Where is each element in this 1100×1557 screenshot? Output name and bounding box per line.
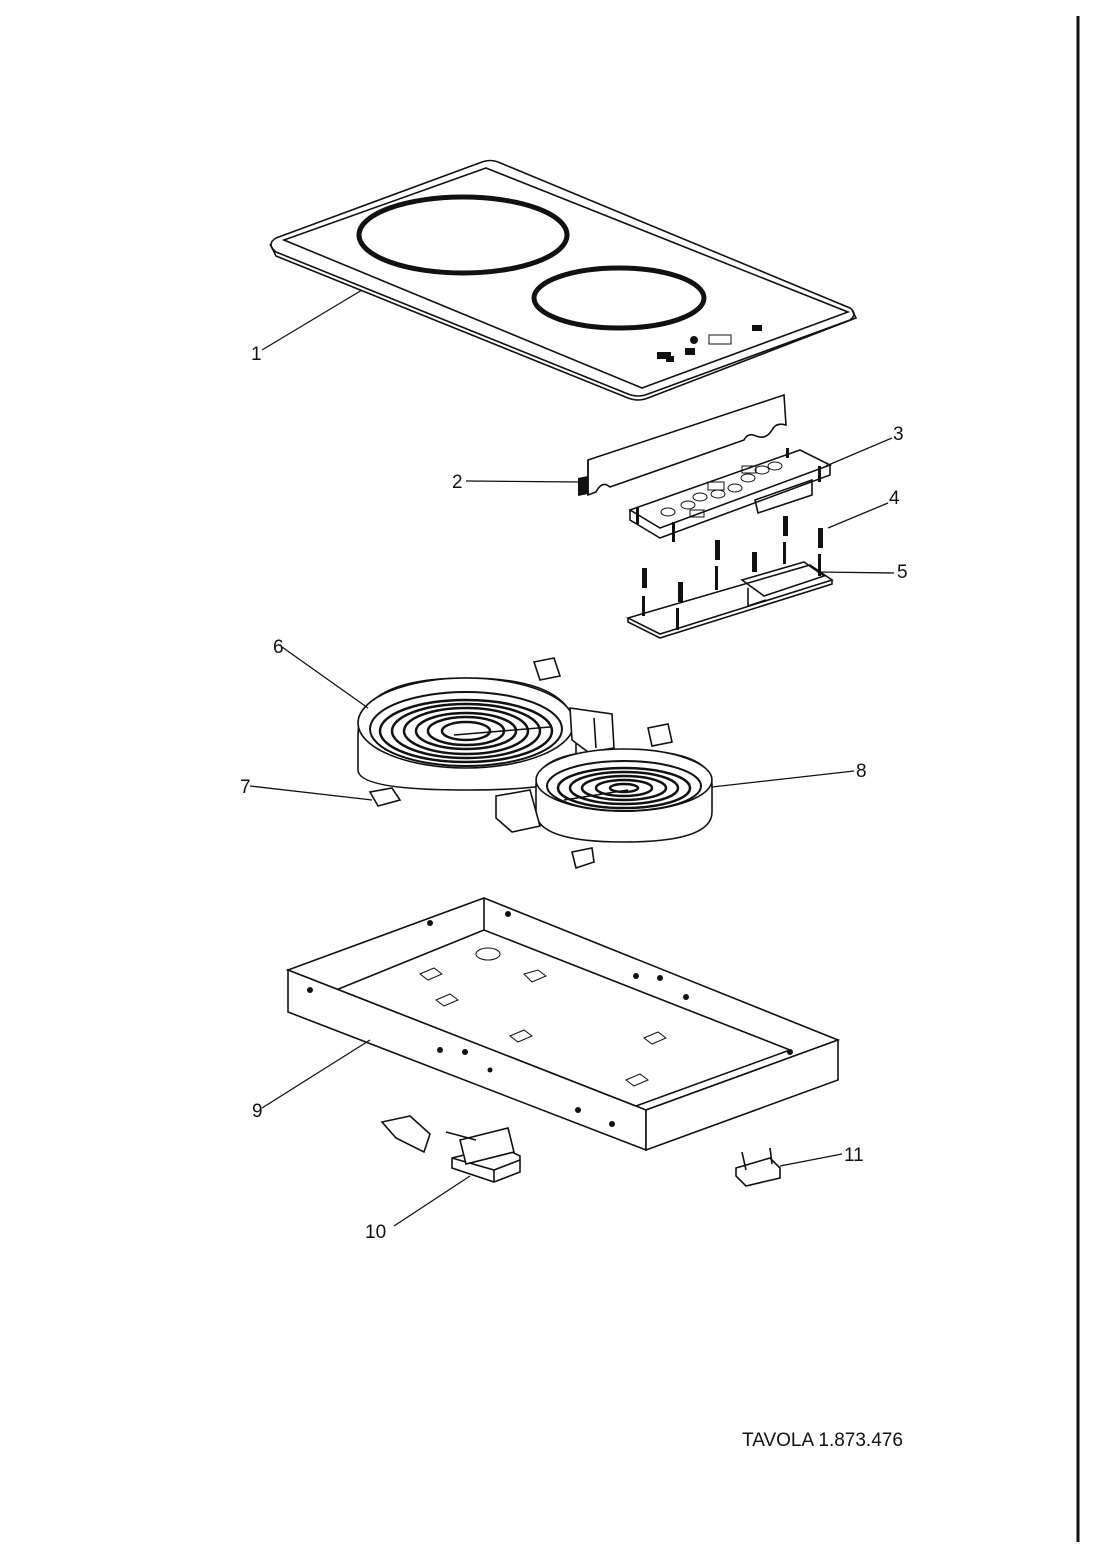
callout-leaders <box>249 289 895 1227</box>
part-5-support-plate <box>625 542 834 639</box>
callout-9: 9 <box>252 1101 263 1122</box>
part-3-control-board <box>628 448 833 542</box>
part-2-front-bracket <box>578 393 787 497</box>
callout-5: 5 <box>897 562 908 583</box>
touch-control-icons <box>657 325 762 362</box>
part-4-spacers <box>642 516 823 602</box>
cooking-zone-small-outline <box>531 265 707 331</box>
part-6-large-heater <box>357 677 615 791</box>
part-9-base-tray <box>285 897 841 1152</box>
callout-6: 6 <box>273 637 284 658</box>
callout-numbers: 1 2 3 4 5 6 7 8 9 10 11 <box>240 344 908 1243</box>
part-7-heater-clips <box>368 657 673 870</box>
callout-8: 8 <box>856 761 867 782</box>
callout-10: 10 <box>365 1222 386 1243</box>
callout-2: 2 <box>452 472 463 493</box>
part-1-glass-top <box>269 159 858 401</box>
part-11-cable-clamp <box>735 1147 781 1187</box>
callout-11: 11 <box>844 1145 864 1166</box>
callout-1: 1 <box>251 344 262 365</box>
drawing-plate-code: TAVOLA 1.873.476 <box>742 1430 903 1451</box>
part-8-small-heater <box>495 748 713 843</box>
cooking-zone-large-outline <box>356 194 570 276</box>
callout-4: 4 <box>889 488 900 509</box>
part-10-terminal-block <box>380 1115 521 1183</box>
callout-3: 3 <box>893 424 904 445</box>
callout-7: 7 <box>240 777 251 798</box>
